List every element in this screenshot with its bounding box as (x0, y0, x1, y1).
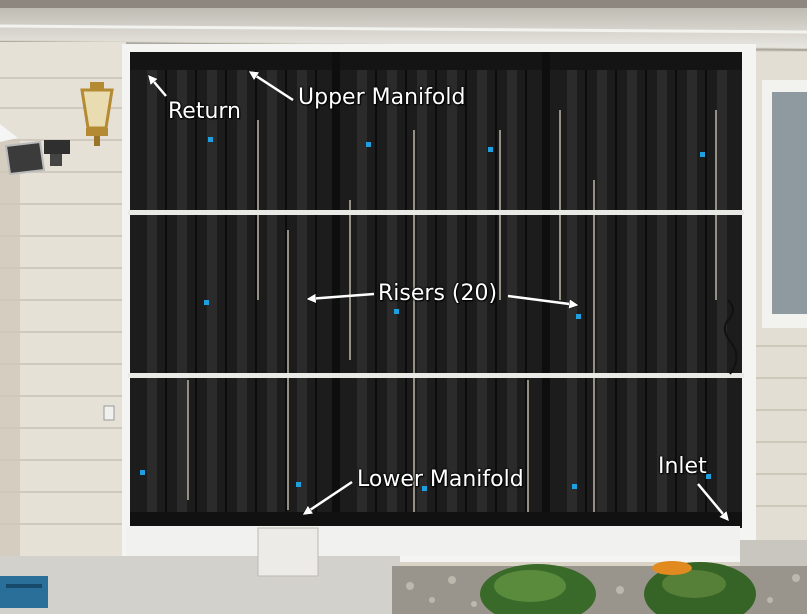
riser-strips (147, 70, 727, 520)
solar-light (0, 124, 70, 176)
wall-outlet (103, 405, 115, 421)
orange-flowers (652, 561, 692, 575)
porch-light (80, 82, 114, 146)
support-post-left (332, 52, 340, 548)
fascia-line (0, 24, 807, 34)
label-inlet: Inlet (658, 454, 707, 479)
label-upper-manifold: Upper Manifold (298, 85, 466, 110)
label-return: Return (168, 99, 242, 124)
arrow-lower-manifold (304, 480, 353, 514)
arrow-inlet (697, 483, 728, 520)
foundation-right (740, 540, 807, 566)
arrow-risers-right (507, 294, 577, 305)
roof-edge (0, 0, 807, 10)
lower-manifold (130, 512, 742, 526)
arrow-upper-manifold (250, 72, 294, 102)
blue-clips (140, 137, 711, 491)
arrow-risers-left (308, 292, 375, 299)
siding-shadow (0, 140, 20, 560)
upper-manifold-band (130, 52, 742, 70)
strap-lower (128, 373, 744, 378)
toolbox (0, 576, 48, 608)
toolbox-latch (6, 584, 42, 588)
arrow-return (149, 76, 167, 97)
shrub-center-highlight (494, 570, 566, 602)
siding-lines-right (750, 345, 807, 507)
window-glass (772, 92, 807, 314)
label-lower-manifold: Lower Manifold (357, 467, 524, 492)
bottom-trim (126, 526, 740, 556)
sensor-wire (723, 299, 738, 375)
label-risers: Risers (20) (378, 281, 498, 306)
strap-upper (128, 210, 744, 215)
concrete-block (257, 527, 319, 577)
sidewalk (0, 556, 400, 614)
shrub-right-highlight (662, 570, 726, 598)
